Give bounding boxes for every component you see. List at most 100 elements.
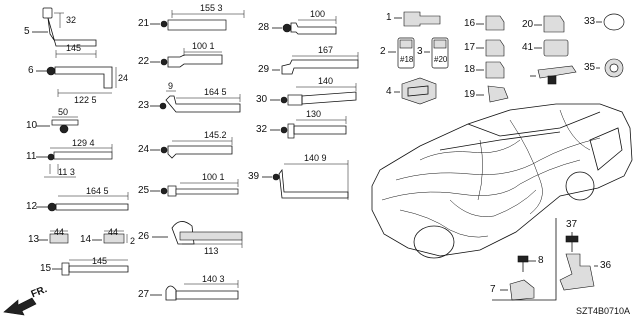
callout-24: 24 [138, 144, 150, 155]
callout-27: 27 [138, 289, 150, 300]
dimension-p5-height: 32 [66, 15, 77, 25]
dimension-p13: 44 [54, 227, 65, 237]
callout-39: 39 [248, 171, 260, 182]
part-8-bolt [517, 255, 536, 272]
part-15-clamp [52, 259, 129, 276]
dimension-p11-b: 11 3 [58, 167, 75, 177]
part-1-connector-cover [394, 11, 441, 27]
diagram-code: SZT4B0710A [576, 306, 631, 316]
part-10-clip [36, 116, 79, 134]
part-14-clip [92, 230, 128, 244]
dimension-p14-side: 2 [130, 236, 136, 246]
callout-30: 30 [256, 94, 268, 105]
part-18-clip [476, 61, 505, 79]
part-13-clip [38, 230, 69, 244]
part-30-clamp [270, 83, 357, 106]
dimension-p12: 164 5 [86, 186, 109, 196]
dimension-p5-length: 145 [66, 43, 82, 53]
part-41-clip [530, 65, 577, 85]
callout-10: 10 [26, 120, 38, 131]
callout-28: 28 [258, 22, 270, 33]
callout-11: 11 [26, 151, 37, 162]
part-32-clamp [270, 116, 347, 139]
callout-1: 1 [386, 12, 392, 23]
callout-21: 21 [138, 18, 150, 29]
callout-37: 37 [566, 219, 578, 230]
dimension-p14: 44 [108, 227, 119, 237]
part-17-clip [476, 39, 505, 57]
callout-26: 26 [138, 231, 150, 242]
part-29-clamp [272, 52, 359, 75]
car-body-illustration [371, 103, 633, 259]
part-40-pad [534, 39, 569, 57]
callout-13: 13 [28, 234, 40, 245]
callout-8: 8 [538, 255, 544, 266]
part-20-clip [534, 15, 565, 33]
callout-19: 19 [464, 89, 476, 100]
part-35-grommet [596, 58, 624, 78]
part-25-clamp [150, 179, 239, 197]
part-21-clamp [150, 10, 245, 31]
dimension-p22: 100 1 [192, 41, 215, 51]
part-7-bracket [500, 279, 535, 301]
callout-20: 20 [522, 19, 534, 30]
dimension-p27: 140 3 [202, 274, 225, 284]
part-11-clamp [36, 144, 113, 178]
callout-12: 12 [26, 201, 38, 212]
callout-23: 23 [138, 100, 150, 111]
callout-25: 25 [138, 185, 150, 196]
callout-14: 14 [80, 234, 92, 245]
part-22-clamp [150, 48, 223, 68]
dimension-p23-b: 164 5 [204, 87, 227, 97]
connector-code-p2: #18 [400, 55, 414, 64]
part-27-clamp [150, 280, 239, 301]
part-19-clip [476, 85, 509, 103]
dimension-p26: 113 [204, 246, 219, 256]
part-23-clamp [150, 90, 241, 113]
callout-18: 18 [464, 64, 476, 75]
dimension-p23-a: 9 [168, 81, 174, 91]
dimension-p6-height: 24 [118, 73, 129, 83]
callout-3: 3 [417, 46, 423, 57]
dimension-p10: 50 [58, 107, 69, 117]
dimension-p32: 130 [306, 109, 322, 119]
callout-4: 4 [386, 86, 392, 97]
dimension-p28: 100 [310, 9, 326, 19]
part-24-clamp [150, 137, 233, 159]
callout-16: 16 [464, 18, 476, 29]
dimension-p21: 155 3 [200, 3, 223, 13]
part-4-bracket [394, 77, 437, 105]
part-26-clamp [152, 221, 243, 248]
part-5-clamp [32, 7, 97, 58]
dimension-p24: 145.2 [204, 130, 227, 140]
dimension-p15: 145 [92, 256, 108, 266]
callout-33: 33 [584, 16, 596, 27]
callout-7: 7 [490, 284, 496, 295]
part-6-clamp [36, 66, 117, 97]
inset-frame [492, 218, 557, 301]
callout-32: 32 [256, 124, 268, 135]
dimension-p25: 100 1 [202, 172, 225, 182]
connector-code-p3: #20 [434, 55, 448, 64]
part-33-grommet [596, 13, 625, 31]
callout-36: 36 [600, 260, 612, 271]
dimension-p11-a: 129 4 [72, 138, 95, 148]
dimension-p39: 140 9 [304, 153, 327, 163]
part-36-bracket [559, 253, 598, 291]
part-16-clip [476, 15, 505, 31]
part-39-clamp [262, 160, 349, 200]
front-direction-arrow-icon [3, 297, 37, 316]
part-37-bolt [565, 232, 579, 252]
part-3-connector [424, 37, 449, 69]
part-12-clamp [36, 192, 129, 212]
callout-2: 2 [380, 46, 386, 57]
part-28-clamp [272, 16, 337, 35]
dimension-p29: 167 [318, 45, 334, 55]
dimension-p30: 140 [318, 76, 334, 86]
callout-40: 41 [522, 42, 534, 53]
dimension-p6-length: 122 5 [74, 95, 97, 105]
part-2-connector [388, 37, 415, 69]
callout-35: 35 [584, 62, 596, 73]
callout-15: 15 [40, 263, 52, 274]
